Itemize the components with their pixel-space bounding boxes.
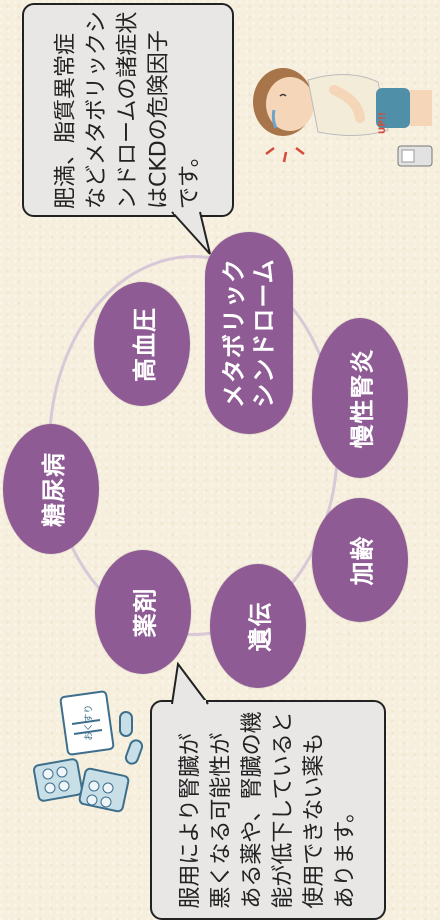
bubble-metabolic: 肥満、脂質異常症 などメタボリックシ ンドロームの諸症状 はCKDの危険因子 で… xyxy=(22,3,234,217)
node-hypertension: 高血圧 xyxy=(94,282,190,406)
node-drugs-label: 薬剤 xyxy=(131,587,160,637)
connector-ring xyxy=(48,255,339,636)
node-aging-label: 加齢 xyxy=(348,535,377,585)
node-genetics-label: 遺伝 xyxy=(246,601,275,651)
node-metabolic-line1: メタボリック xyxy=(220,258,248,408)
node-metabolic-syndrome: メタボリック シンドローム xyxy=(205,232,293,434)
medicine-bag-label: おくすり xyxy=(84,704,95,741)
node-diabetes: 糖尿病 xyxy=(3,424,99,554)
node-diabetes-label: 糖尿病 xyxy=(39,451,68,527)
bubble-drugs-text: 服用により腎臓が 悪くなる可能性が ある薬や、腎臓の機 能が低下していると 使用… xyxy=(178,711,358,909)
scale-up-label: UP!! xyxy=(378,111,389,135)
node-metabolic-line2: シンドローム xyxy=(250,258,278,408)
node-aging: 加齢 xyxy=(312,498,408,622)
node-chronic-nephritis: 慢性腎炎 xyxy=(312,318,408,478)
bubble-metabolic-text: 肥満、脂質異常症 などメタボリックシ ンドロームの諸症状 はCKDの危険因子 で… xyxy=(53,10,203,210)
medicine-illustration xyxy=(33,690,144,813)
node-drugs: 薬剤 xyxy=(95,550,191,674)
person-on-scale-illustration xyxy=(253,68,433,167)
bubble-drugs-tail xyxy=(171,662,209,706)
node-hypertension-label: 高血圧 xyxy=(130,306,159,382)
node-genetics: 遺伝 xyxy=(210,564,306,688)
bubble-drugs: 服用により腎臓が 悪くなる可能性が ある薬や、腎臓の機 能が低下していると 使用… xyxy=(150,700,386,920)
node-nephritis-label: 慢性腎炎 xyxy=(348,348,377,448)
bubble-metabolic-tail xyxy=(171,208,211,255)
